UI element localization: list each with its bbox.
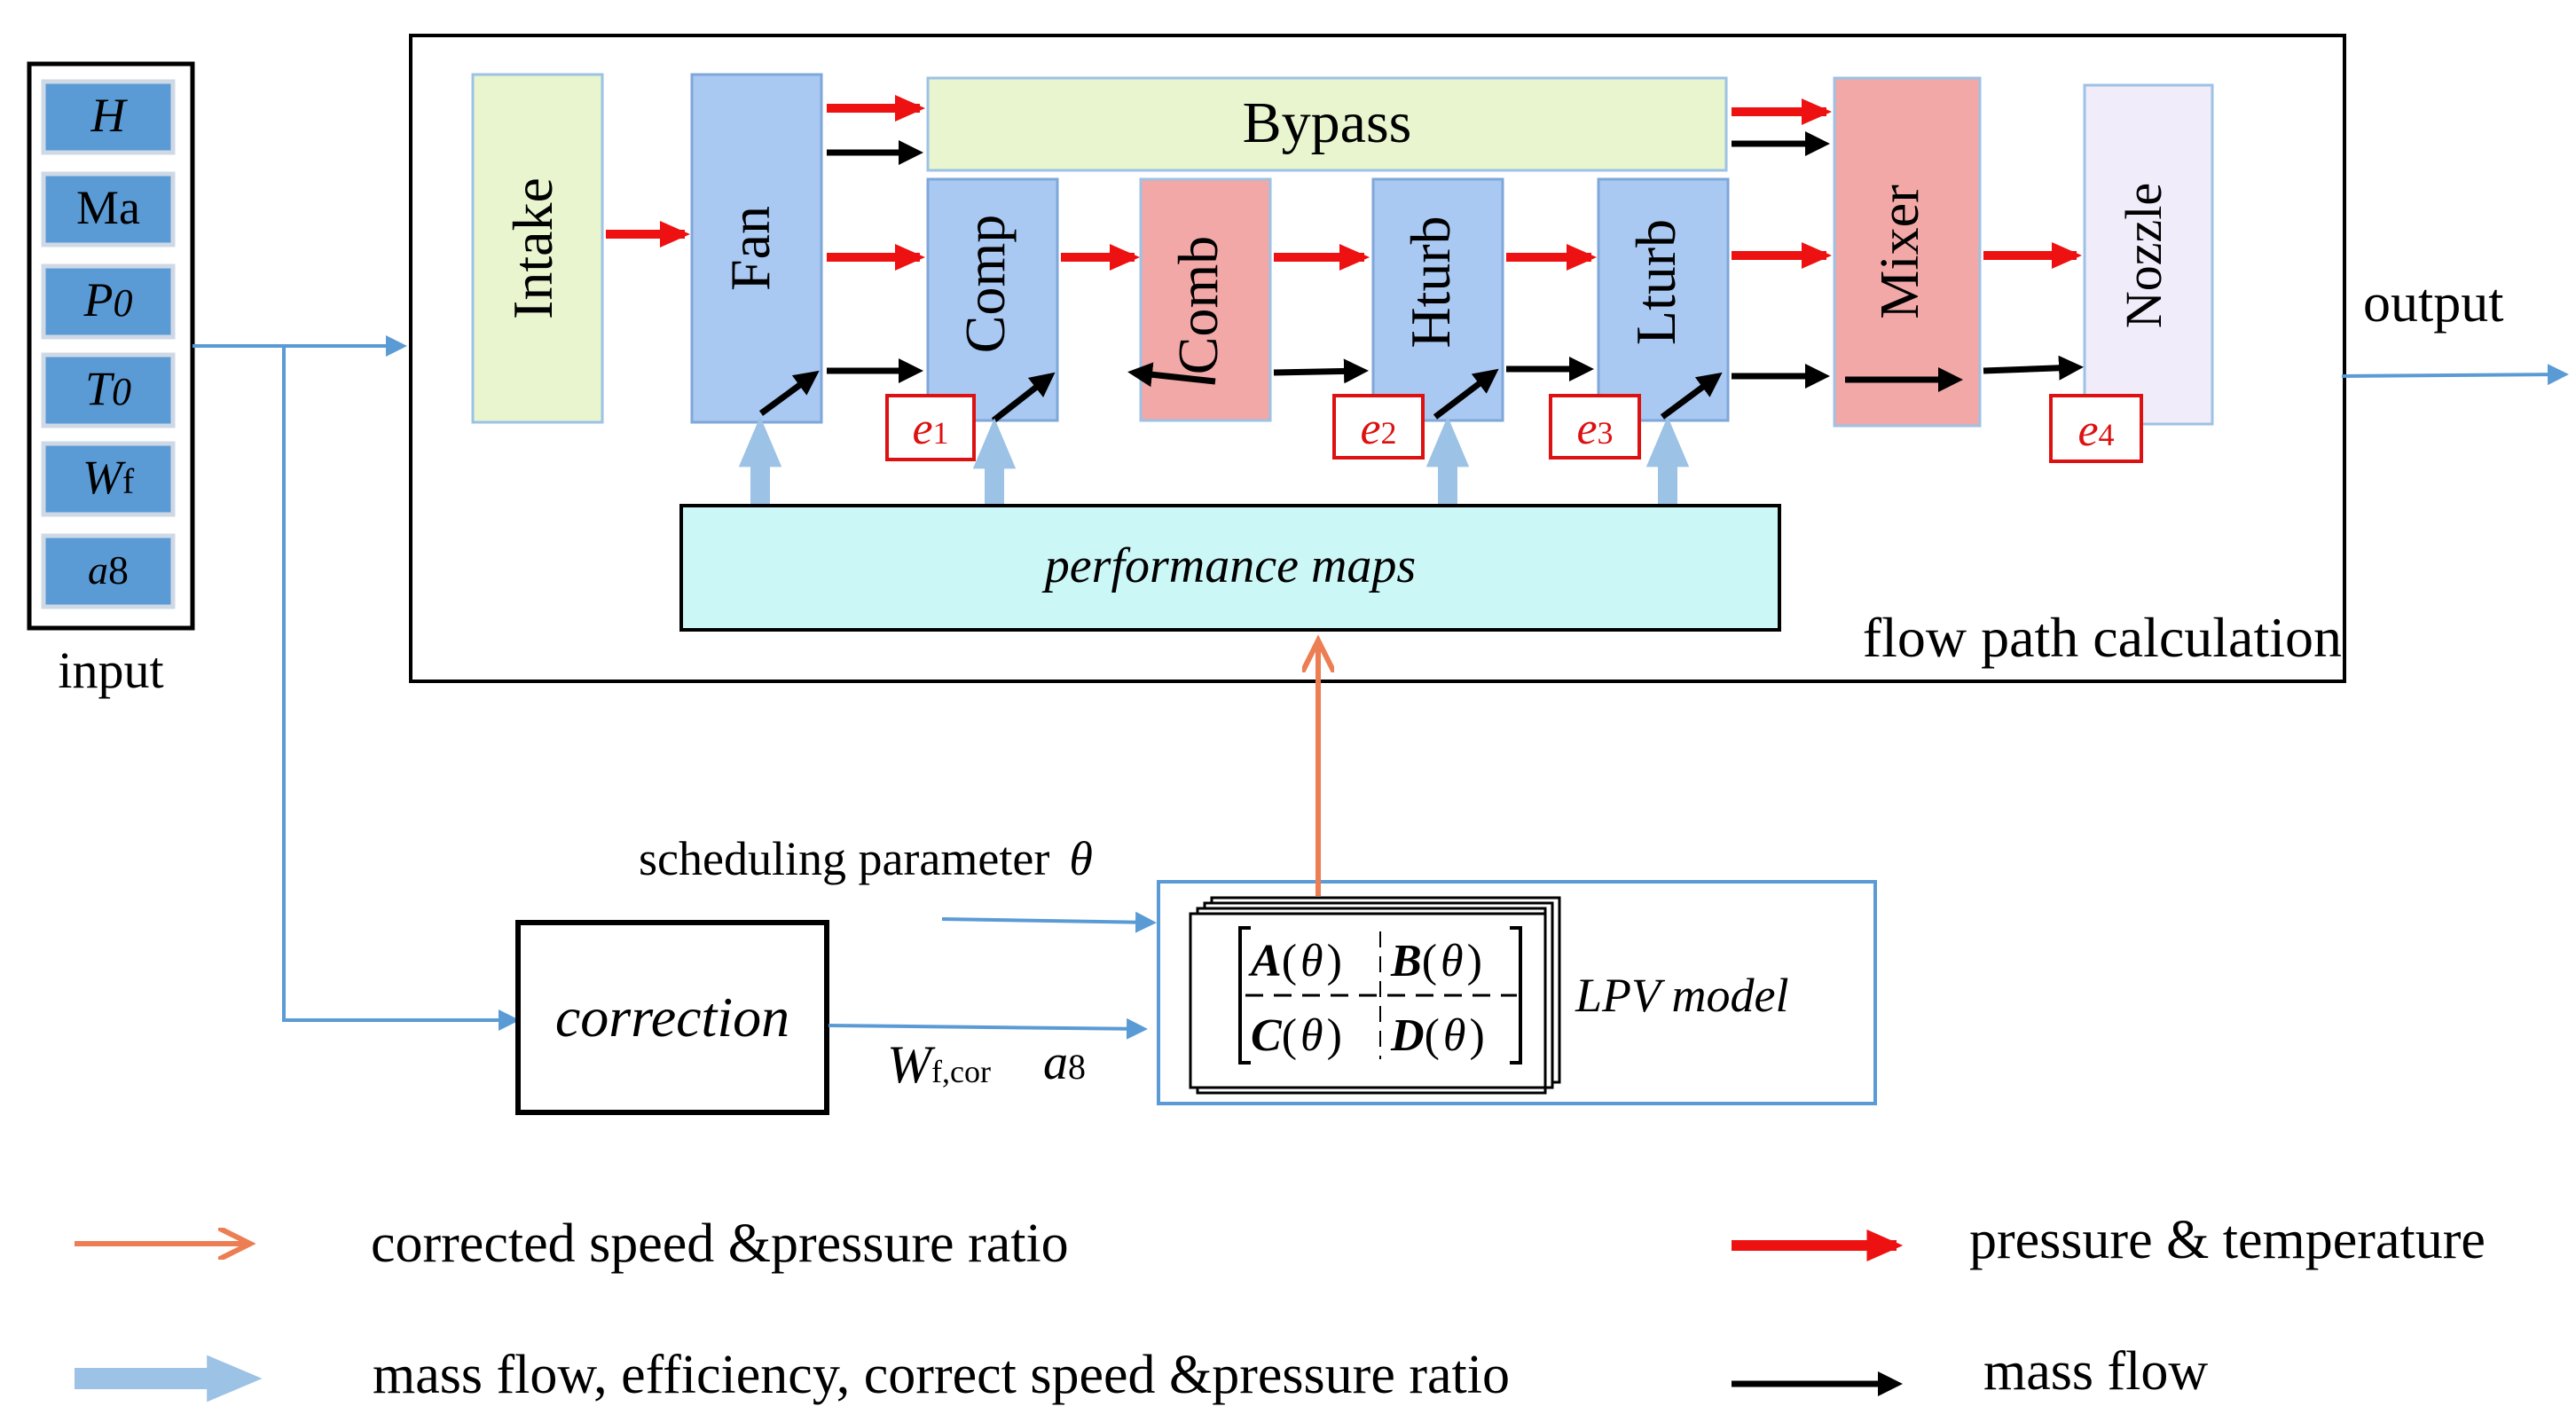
intake-block: Intake bbox=[471, 73, 604, 424]
input-item-sub: f bbox=[122, 461, 135, 501]
performance-feedback-arrows bbox=[738, 416, 1690, 504]
scheduling-arrow bbox=[941, 911, 1157, 933]
input-connections bbox=[192, 335, 520, 1031]
legend-red: pressure & temperature bbox=[1732, 1210, 2486, 1270]
wf-cor-main: W bbox=[887, 1035, 936, 1094]
input-panel: H Ma P0 T0 Wf a8 input bbox=[27, 61, 195, 699]
legend-red-label: pressure & temperature bbox=[1969, 1210, 2486, 1270]
error-sub: 4 bbox=[2099, 417, 2115, 452]
svg-text:e3: e3 bbox=[1576, 404, 1613, 454]
matrix-brackets bbox=[1238, 926, 1522, 1065]
bypass-label: Bypass bbox=[1243, 90, 1412, 155]
legend-black-label: mass flow bbox=[1983, 1341, 2208, 1402]
error-box-e1: e1 bbox=[885, 394, 976, 461]
legend-orange-label: corrected speed &pressure ratio bbox=[371, 1214, 1069, 1274]
comb-label: Comb bbox=[1166, 236, 1229, 374]
nozzle-label: Nozzle bbox=[2115, 183, 2172, 328]
input-item-main: T bbox=[85, 362, 115, 415]
error-main: e bbox=[912, 404, 932, 454]
error-box-e3: e3 bbox=[1549, 394, 1641, 460]
input-item-main: W bbox=[82, 451, 127, 504]
comb-block: Comb bbox=[1139, 177, 1272, 422]
lturb-label: Lturb bbox=[1624, 219, 1687, 345]
lpv-model-label: LPV model bbox=[1575, 969, 1789, 1022]
svg-text:Ma: Ma bbox=[76, 181, 140, 234]
correction-block: correction bbox=[515, 920, 829, 1115]
svg-text:e2: e2 bbox=[1360, 404, 1396, 454]
input-item-main: H bbox=[90, 89, 129, 142]
legend-black: mass flow bbox=[1732, 1341, 2208, 1402]
error-box-e2: e2 bbox=[1332, 394, 1425, 460]
error-sub: 1 bbox=[933, 415, 949, 451]
legend-blue: mass flow, efficiency, correct speed &pr… bbox=[75, 1345, 1510, 1405]
correction-label: correction bbox=[555, 986, 789, 1049]
scheduling-text: scheduling parameter bbox=[639, 832, 1049, 885]
svg-text:T0: T0 bbox=[85, 362, 131, 415]
intake-label: Intake bbox=[501, 177, 564, 319]
input-item-t0: T0 bbox=[41, 352, 176, 428]
input-item-main: Ma bbox=[76, 181, 140, 234]
mixer-label: Mixer bbox=[1870, 185, 1930, 319]
a8-label: a8 bbox=[1043, 1035, 1086, 1090]
svg-text:Wf: Wf bbox=[82, 451, 135, 504]
legend-orange: corrected speed &pressure ratio bbox=[75, 1214, 1069, 1274]
legend: corrected speed &pressure ratio pressure… bbox=[75, 1210, 2486, 1405]
input-item-main: P bbox=[83, 273, 114, 326]
legend-blue-label: mass flow, efficiency, correct speed &pr… bbox=[373, 1345, 1510, 1405]
input-item-main: a bbox=[88, 547, 108, 593]
svg-text:e1: e1 bbox=[912, 404, 948, 454]
input-item-sub: 0 bbox=[112, 370, 131, 413]
flow-path-frame bbox=[409, 34, 2346, 683]
svg-text:P0: P0 bbox=[83, 273, 133, 326]
theta-symbol: θ bbox=[1069, 832, 1093, 885]
input-item-p0: P0 bbox=[41, 263, 176, 340]
error-main: e bbox=[2077, 405, 2098, 456]
error-sub: 2 bbox=[1381, 415, 1397, 451]
input-item-ma: Ma bbox=[41, 171, 176, 247]
mixer-block: Mixer bbox=[1833, 76, 1982, 428]
output-arrow bbox=[2341, 364, 2569, 386]
wf-cor-sub: f,cor bbox=[931, 1054, 991, 1089]
svg-text:a8: a8 bbox=[88, 547, 129, 593]
input-label: input bbox=[58, 641, 163, 699]
matrix-b: B(θ) bbox=[1390, 936, 1482, 986]
svg-text:H: H bbox=[90, 89, 129, 142]
error-main: e bbox=[1576, 404, 1597, 454]
input-item-sub: 8 bbox=[108, 547, 129, 593]
svg-text:e4: e4 bbox=[2077, 405, 2114, 456]
input-item-a8: a8 bbox=[41, 533, 176, 609]
correction-to-lpv-line bbox=[828, 1017, 1148, 1040]
error-main: e bbox=[1360, 404, 1380, 454]
a8-main: a bbox=[1043, 1035, 1068, 1090]
pressure-temperature-arrows bbox=[606, 95, 2083, 271]
input-item-sub: 0 bbox=[114, 281, 133, 325]
lpv-model-block: A(θ) B(θ) C(θ) D(θ) LPV model bbox=[1157, 880, 1877, 1105]
comp-label: Comp bbox=[954, 215, 1017, 353]
wf-cor-label: Wf,cor bbox=[887, 1035, 991, 1094]
error-sub: 3 bbox=[1598, 415, 1614, 451]
matrix-a: A(θ) bbox=[1248, 936, 1342, 986]
a8-sub: 8 bbox=[1068, 1047, 1086, 1087]
nozzle-block: Nozzle bbox=[2083, 83, 2214, 426]
performance-maps-label: performance maps bbox=[1041, 538, 1416, 593]
matrix-d: D(θ) bbox=[1390, 1010, 1485, 1061]
scheduling-parameter-label: scheduling parameter θ bbox=[639, 832, 1093, 885]
bypass-block: Bypass bbox=[926, 76, 1728, 172]
input-item-h: H bbox=[41, 79, 176, 155]
flow-path-label: flow path calculation bbox=[1863, 606, 2342, 669]
fan-label: Fan bbox=[719, 206, 781, 291]
hturb-label: Hturb bbox=[1399, 216, 1462, 348]
error-box-e4: e4 bbox=[2049, 394, 2143, 463]
matrix-c: C(θ) bbox=[1251, 1010, 1342, 1061]
performance-maps-block: performance maps bbox=[679, 504, 1781, 632]
output-label: output bbox=[2363, 273, 2503, 334]
mass-flow-arrows bbox=[758, 131, 2084, 423]
input-item-wf: Wf bbox=[41, 441, 176, 517]
hturb-block: Hturb bbox=[1371, 177, 1504, 422]
fan-block: Fan bbox=[690, 73, 823, 424]
